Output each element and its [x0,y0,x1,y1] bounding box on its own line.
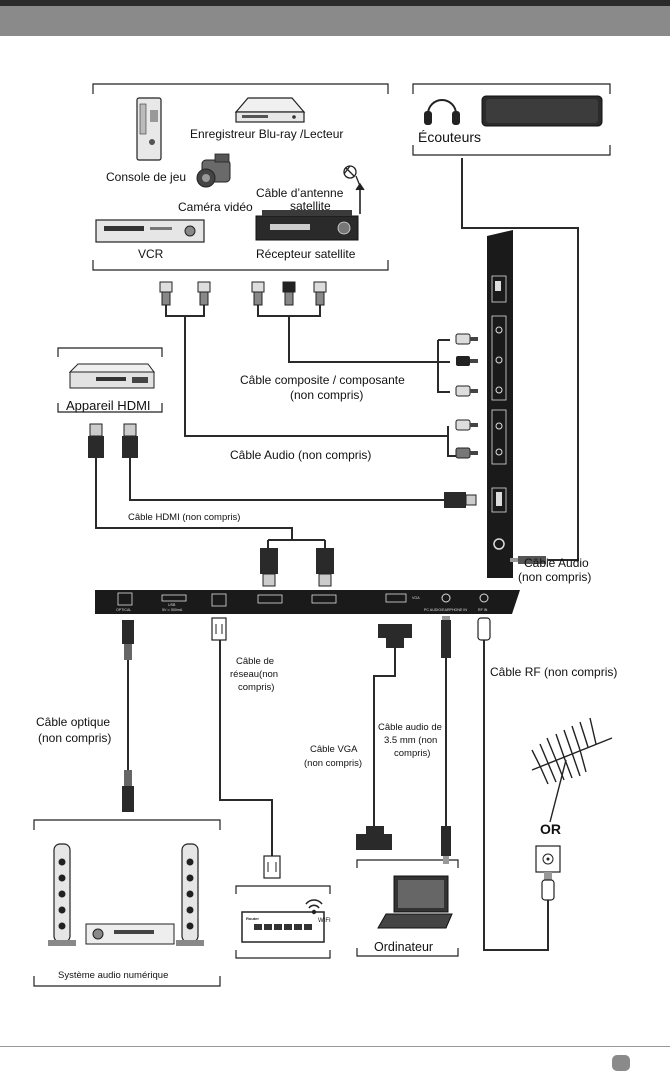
top-bar [0,0,670,6]
label-headphone-cable: Câble Audio [524,556,589,570]
rca-plugs-right [444,333,478,508]
port-rf: RF IN [478,608,488,612]
hdmi-tv-cable [95,458,326,548]
composite-cable [257,305,450,393]
headphone-audio-cable [461,158,579,561]
hdmi-plugs-left [88,423,138,458]
label-network-cable-3: compris) [238,682,274,693]
label-network-cable-1: Câble de [236,656,274,667]
router-icon [241,911,325,943]
hdmi-device-bracket [57,347,163,413]
computer-bracket [356,859,459,957]
bluray-player-icon [234,97,306,123]
label-hdmi-device: Appareil HDMI [66,398,151,413]
headphones-icon [424,99,460,125]
av-receiver-icon [85,923,175,945]
label-headphone-cable-note: (non compris) [518,570,591,584]
label-satellite-cable-2: satellite [290,199,331,213]
rf-plug-top [477,617,491,641]
vga-cable [373,648,396,826]
footer-divider [0,1046,670,1047]
wall-socket-icon [535,845,561,873]
game-console-icon [136,97,162,161]
label-vga-cable-1: Câble VGA [310,744,358,755]
label-bluray: Enregistreur Blu-ray /Lecteur [190,127,343,141]
port-usb-spec: 5V ═ 500mA [162,608,183,612]
tv-bottom-panel [95,590,520,614]
tv-side-panel [487,230,513,578]
label-satellite-cable: Câble d’antenne [256,186,344,200]
source-devices-bracket [92,83,389,271]
label-hdmi-cable: Câble HDMI (non compris) [128,512,240,523]
label-vcr: VCR [138,247,164,261]
optical-plug [122,620,134,660]
rca-plugs-top [159,281,327,306]
headphone-jack-plug [510,556,546,564]
antenna-icon [531,717,613,823]
vcr-icon [95,219,205,243]
label-vga-cable-2: (non compris) [304,758,362,769]
video-camera-icon [196,153,231,188]
port-optical: OPTICAL [116,608,131,612]
label-computer: Ordinateur [374,940,433,954]
label-router: Router [246,916,259,921]
label-audio-system: Système audio numérique [58,970,168,981]
dvd-hdmi-device-icon [68,363,155,389]
rf-cable [483,640,549,951]
optical-plug-bottom [122,770,134,812]
label-satellite-receiver: Récepteur satellite [256,247,356,261]
label-audio35-2: 3.5 mm (non [384,735,437,746]
label-composite-cable-note: (non compris) [290,388,363,402]
label-composite-cable: Câble composite / composante [240,373,405,387]
page-number-badge [612,1055,630,1071]
network-cable [219,640,273,856]
port-usb: USB [168,603,176,607]
label-optical-cable-note: (non compris) [38,731,111,745]
hdmi-device-cable [129,458,444,501]
label-headphones: Écouteurs [418,129,481,145]
audio-system-bracket [33,819,221,987]
satellite-dish-icon [343,165,365,214]
wifi-icon [305,899,323,915]
audio-lr-cable [165,305,456,457]
label-camera: Caméra vidéo [178,200,253,214]
label-audio35-1: Câble audio de [378,722,442,733]
satellite-receiver-icon [255,210,359,241]
label-optical-cable: Câble optique [36,715,110,729]
label-game-console: Console de jeu [106,170,186,184]
port-vga: VGA [412,596,420,600]
label-or: OR [540,821,561,837]
vga-plug-top [378,624,412,648]
label-audio-lr-cable: Câble Audio (non compris) [230,448,371,462]
vga-plug-bottom [356,826,392,850]
audio-plug-bottom [441,826,451,864]
network-plug-bottom [263,855,281,879]
headphones-bracket [412,83,611,156]
label-rf-cable: Câble RF (non compris) [490,665,617,679]
label-wifi: WIFI [318,918,331,924]
router-bracket [235,885,331,959]
label-network-cable-2: réseau(non [230,669,278,680]
speakers-icon [48,843,204,946]
audio-plug-top [441,616,451,658]
network-plug [211,617,227,641]
label-audio35-3: compris) [394,748,430,759]
section-header-bar [0,6,670,36]
rf-plug-bottom [541,872,555,901]
hdmi-plugs-bottom [260,548,334,587]
soundbar-icon [481,95,603,127]
port-pc-audio: PC AUDIO/EARPHONE IN [424,608,467,612]
laptop-icon [377,875,453,929]
